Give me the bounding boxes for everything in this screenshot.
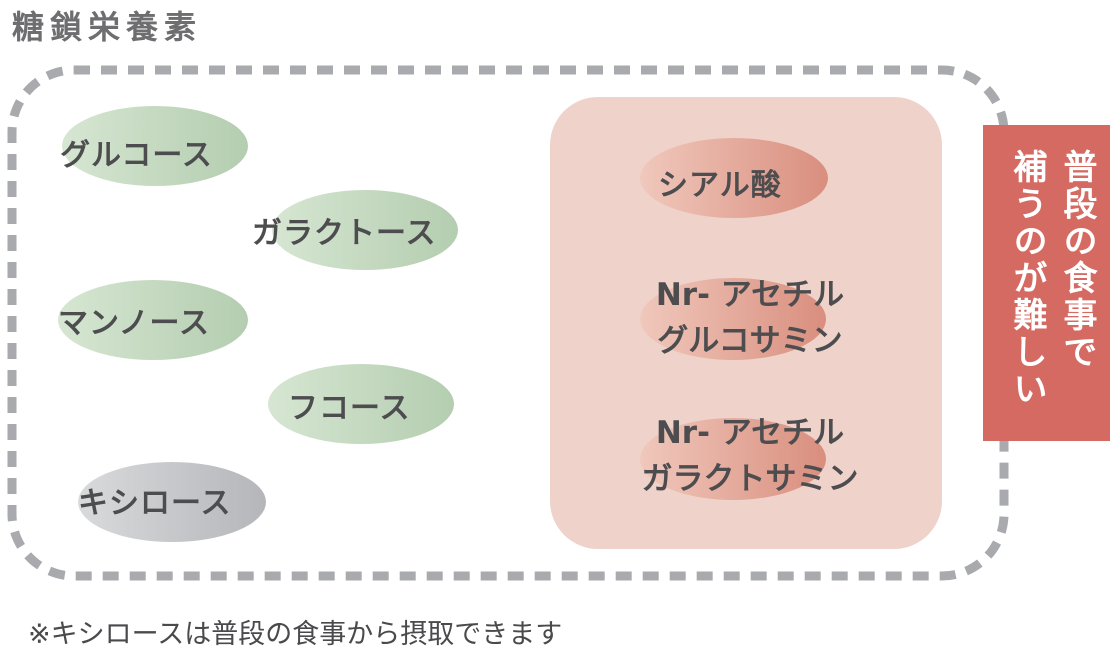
footnote: ※キシロースは普段の食事から摂取できます — [28, 619, 563, 650]
label-sialic-acid: シアル酸 — [658, 168, 782, 203]
callout-text-col2: 補うのが難しい — [1007, 149, 1047, 408]
diagram-title: 糖鎖栄養素 — [12, 8, 203, 46]
pill-galactosamine — [640, 418, 826, 500]
label-galactosamine-line2: ガラクトサミン — [641, 461, 859, 497]
pill-sialic-acid — [640, 138, 828, 218]
label-fucose: フコース — [288, 391, 411, 426]
label-galactosamine-line1: Nr- アセチル — [655, 415, 845, 451]
pill-glucose — [62, 106, 248, 186]
label-glucosamine-line2: グルコサミン — [657, 323, 843, 359]
label-galactosamine: Nr- アセチル ガラクトサミン — [600, 410, 900, 502]
label-mannose: マンノース — [58, 306, 210, 341]
pill-xylose — [78, 462, 266, 542]
pill-glucosamine — [640, 278, 826, 360]
pill-mannose — [58, 280, 248, 360]
pill-galactose — [272, 190, 458, 270]
label-glucosamine-line1: Nr- アセチル — [655, 277, 845, 313]
pill-fucose — [268, 364, 454, 444]
callout-box: 普段の食事で 補うのが難しい — [983, 125, 1110, 441]
label-galactose: ガラクトース — [252, 216, 437, 251]
callout-text-col1: 普段の食事で — [1057, 149, 1097, 371]
label-xylose: キシロース — [78, 486, 232, 521]
label-glucosamine: Nr- アセチル グルコサミン — [600, 272, 900, 364]
label-glucose: グルコース — [60, 138, 213, 173]
